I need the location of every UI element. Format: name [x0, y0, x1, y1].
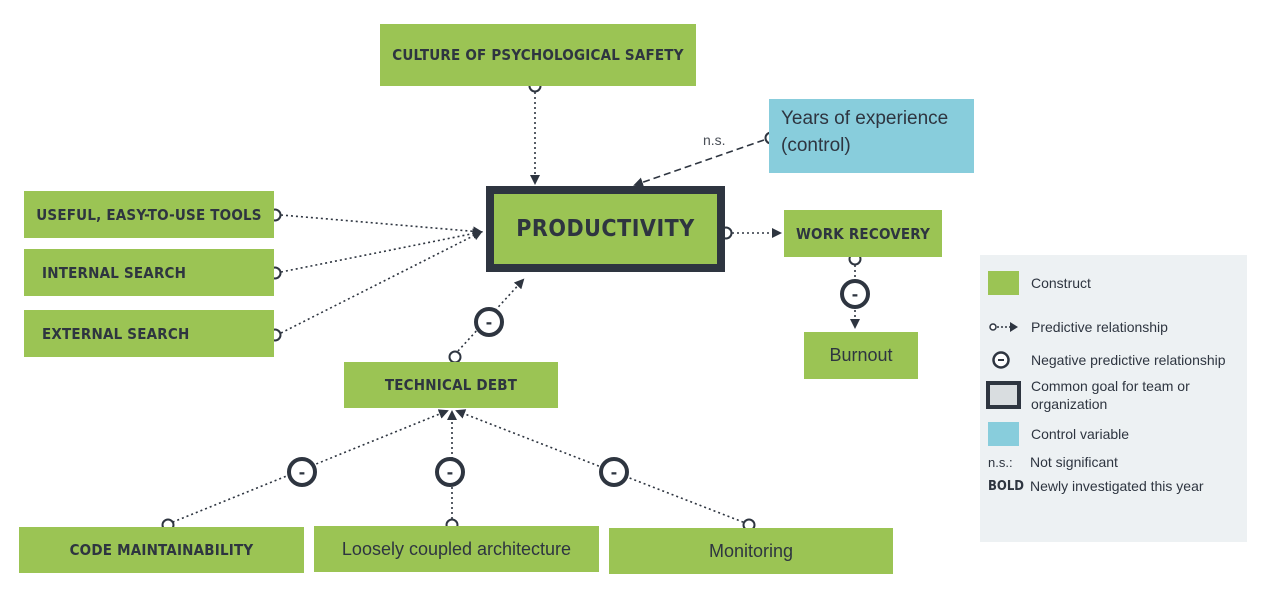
edge-debt-productivity	[457, 278, 525, 352]
node-technical-debt: TECHNICAL DEBT	[344, 362, 558, 408]
legend-bold-label: Newly investigated this year	[1030, 478, 1204, 494]
node-culture: CULTURE OF PSYCHOLOGICAL SAFETY	[380, 24, 696, 86]
node-work-recovery: WORK RECOVERY	[784, 210, 942, 257]
svg-text:-: -	[299, 463, 306, 482]
legend-bold-key: BOLD	[988, 478, 1025, 494]
predictive-arrow-icon	[989, 322, 1018, 332]
node-productivity: PRODUCTIVITY	[486, 186, 725, 272]
node-burnout: Burnout	[804, 332, 918, 379]
svg-text:-: -	[852, 285, 859, 304]
svg-text:-: -	[486, 313, 493, 332]
construct-swatch	[988, 271, 1019, 295]
legend-negative: Negative predictive relationship	[988, 348, 1226, 372]
legend-ns-label: Not significant	[1030, 454, 1118, 470]
edge-external-productivity	[280, 231, 483, 334]
negative-marker-icon	[992, 351, 1010, 369]
negative-marker-recovery-burnout: -	[840, 279, 870, 309]
control-swatch	[988, 422, 1019, 446]
node-years-of-experience: Years of experience(control)	[769, 99, 974, 173]
node-tools: USEFUL, EASY-TO-USE TOOLS	[24, 191, 274, 238]
svg-text:-: -	[447, 463, 454, 482]
legend-predictive-label: Predictive relationship	[1031, 319, 1168, 335]
origin-dot	[448, 350, 462, 364]
legend-ns: n.s.: Not significant	[988, 453, 1118, 471]
legend-bold: BOLD Newly investigated this year	[988, 477, 1204, 495]
legend-predictive: Predictive relationship	[988, 315, 1168, 339]
legend-goal: Common goal for team or organization	[986, 377, 1201, 413]
not-significant-label: n.s.	[703, 132, 726, 148]
legend-construct-label: Construct	[1031, 275, 1091, 291]
legend-ns-key: n.s.:	[988, 454, 1013, 470]
negative-marker-coupled: -	[435, 457, 465, 487]
negative-marker-maintainability: -	[287, 457, 317, 487]
node-internal-search: INTERNAL SEARCH	[24, 249, 274, 296]
goal-swatch	[986, 381, 1021, 409]
svg-text:-: -	[611, 463, 618, 482]
node-monitoring: Monitoring	[609, 528, 893, 574]
negative-marker-monitoring: -	[599, 457, 629, 487]
legend: Construct Predictive relationship Negati…	[980, 255, 1247, 542]
node-productivity-label: PRODUCTIVITY	[494, 194, 717, 264]
legend-control: Control variable	[988, 422, 1129, 446]
edge-tools-productivity	[280, 214, 483, 237]
node-external-search: EXTERNAL SEARCH	[24, 310, 274, 357]
negative-marker-debt-productivity: -	[474, 307, 504, 337]
node-loosely-coupled: Loosely coupled architecture	[314, 526, 599, 572]
legend-goal-label: Common goal for team or organization	[1031, 378, 1190, 412]
legend-negative-label: Negative predictive relationship	[1031, 352, 1226, 368]
legend-control-label: Control variable	[1031, 426, 1130, 442]
edge-internal-productivity	[280, 228, 483, 273]
node-code-maintainability: CODE MAINTAINABILITY	[19, 527, 304, 573]
legend-construct: Construct	[988, 271, 1091, 295]
edge-years-productivity	[633, 139, 765, 188]
